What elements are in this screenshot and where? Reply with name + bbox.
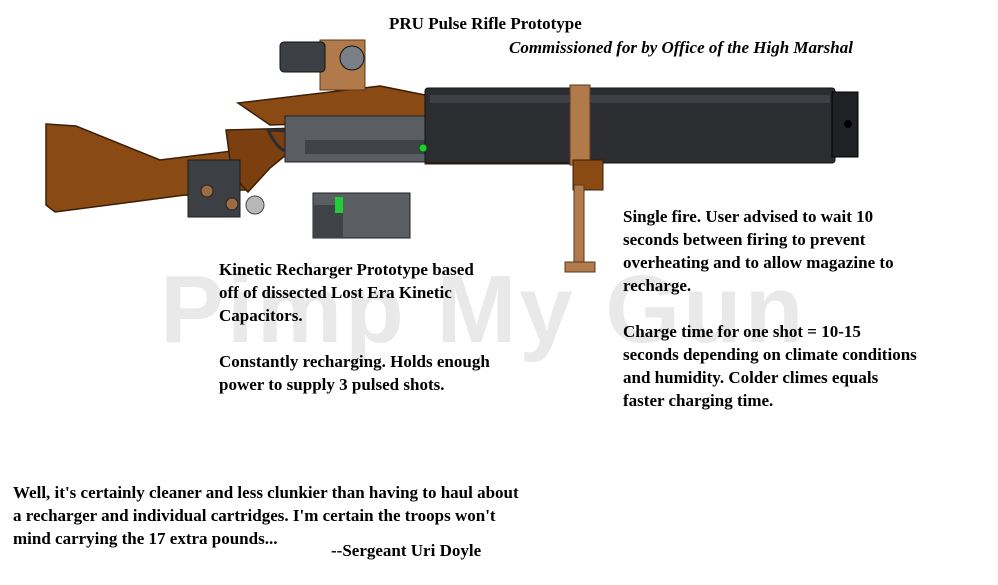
- receiver-body: [284, 115, 431, 163]
- indicator-light: [418, 143, 428, 153]
- firing-description: Single fire. User advised to wait 10 sec…: [623, 205, 894, 297]
- firing-line-1: Single fire. User advised to wait 10: [623, 207, 874, 226]
- stock-screw: [245, 195, 265, 215]
- quote-attribution: --Sergeant Uri Doyle: [331, 541, 482, 560]
- stock-knob-2: [225, 197, 239, 211]
- quote-line-2: a recharger and individual cartridges. I…: [13, 506, 496, 525]
- quote-line-1: Well, it's certainly cleaner and less cl…: [13, 483, 519, 502]
- charge-line-2: seconds depending on climate conditions: [623, 345, 917, 364]
- firing-line-2: seconds between firing to prevent: [623, 230, 866, 249]
- bipod-foot: [564, 261, 596, 273]
- barrel-highlight: [430, 95, 830, 103]
- quote-line-3: mind carrying the 17 extra pounds...: [13, 529, 278, 548]
- charge-time-description: Charge time for one shot = 10-15 seconds…: [623, 320, 917, 412]
- stock-knob-1: [200, 184, 214, 198]
- quote: Well, it's certainly cleaner and less cl…: [13, 481, 519, 550]
- capacity-line-2: power to supply 3 pulsed shots.: [219, 375, 445, 394]
- receiver-rail: [305, 140, 430, 154]
- scope-body: [279, 41, 326, 73]
- charge-line-3: and humidity. Colder climes equals: [623, 368, 879, 387]
- charge-line-4: faster charging time.: [623, 391, 774, 410]
- firing-line-3: overheating and to allow magazine to: [623, 253, 894, 272]
- recharger-line-1: Kinetic Recharger Prototype based: [219, 260, 474, 279]
- recharger-line-3: Capacitors.: [219, 306, 303, 325]
- recharger-line-2: off of dissected Lost Era Kinetic: [219, 283, 452, 302]
- firing-line-4: recharge.: [623, 276, 692, 295]
- charge-line-1: Charge time for one shot = 10-15: [623, 322, 861, 341]
- page-title: PRU Pulse Rifle Prototype: [389, 14, 582, 33]
- muzzle-dot: [844, 120, 852, 128]
- capacity-line-1: Constantly recharging. Holds enough: [219, 352, 490, 371]
- recharger-light: [335, 197, 343, 213]
- recharger-capacity: Constantly recharging. Holds enough powe…: [219, 350, 490, 396]
- page-subtitle: Commissioned for by Office of the High M…: [509, 38, 853, 57]
- recharger-description: Kinetic Recharger Prototype based off of…: [219, 258, 474, 327]
- scope-lens: [339, 45, 365, 71]
- watermark: Pimp My Gun: [160, 256, 807, 363]
